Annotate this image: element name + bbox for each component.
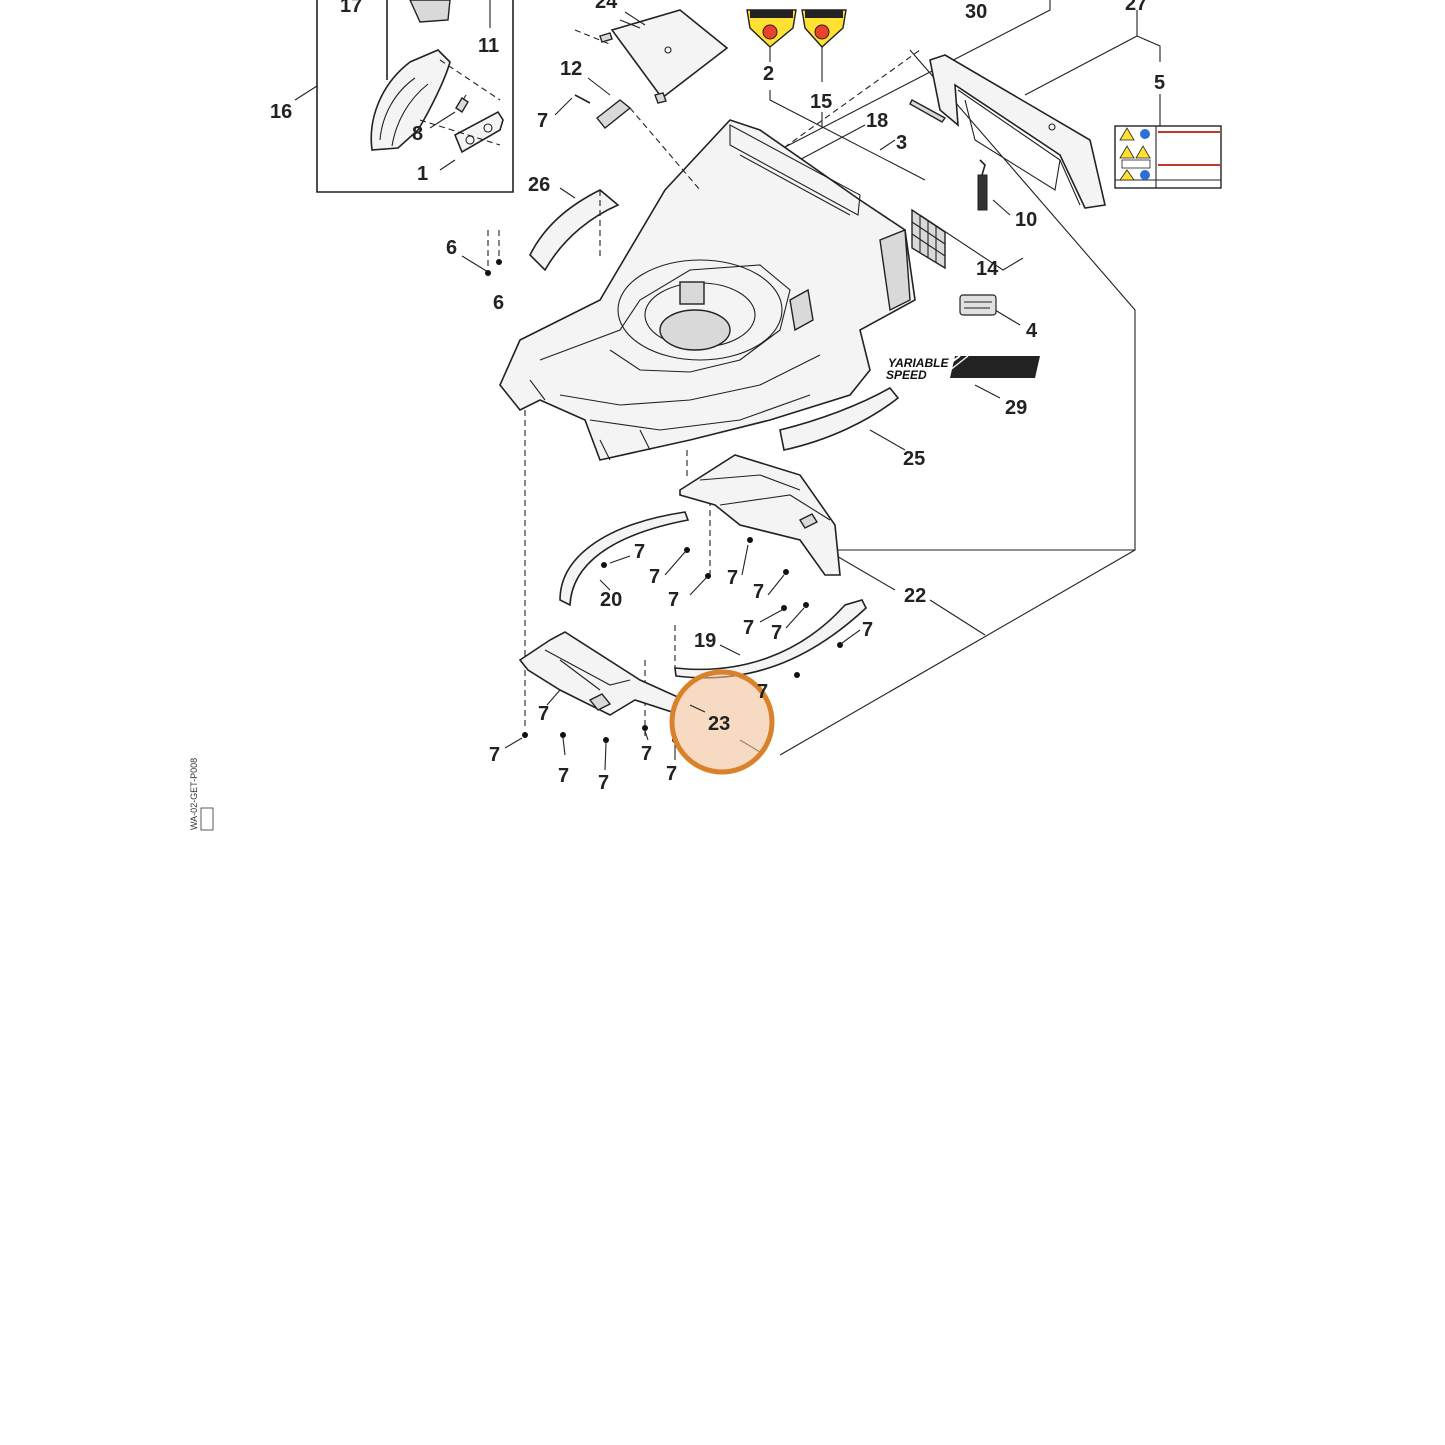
callout-29: 29: [1005, 397, 1027, 419]
callout-7-h: 7: [862, 619, 873, 641]
callout-7-o: 7: [666, 763, 677, 785]
callout-27: 27: [1125, 0, 1147, 15]
baffle-part-22: [679, 454, 841, 576]
callout-15: 15: [810, 91, 832, 113]
callout-24: 24: [595, 0, 618, 13]
callout-4: 4: [1026, 320, 1038, 342]
callout-5: 5: [1154, 72, 1165, 94]
rear-guard-part: [929, 54, 1106, 209]
callout-19: 19: [694, 630, 716, 652]
screw-leaders: [504, 544, 861, 771]
badge-part-4: [959, 294, 997, 316]
callout-1: 1: [417, 163, 428, 185]
inset-box-16: [294, 0, 514, 193]
callout-18: 18: [866, 110, 888, 132]
side-rail-part-26: [529, 189, 620, 272]
callout-7-b: 7: [649, 566, 660, 588]
leader-lines: [429, 0, 1161, 451]
callout-20: 20: [600, 589, 622, 611]
screws-6: [485, 230, 502, 276]
callout-26: 26: [528, 174, 550, 196]
rear-flap-part: [574, 9, 729, 104]
decal-text-variable: YARIABLE: [888, 356, 949, 370]
grille-part-14: [911, 208, 946, 270]
callout-7-n: 7: [598, 772, 609, 794]
callout-10: 10: [1015, 209, 1037, 231]
callout-12: 12: [560, 58, 582, 80]
pin-part-3: [909, 99, 947, 123]
highlight-callout-23[interactable]: [669, 669, 775, 775]
callout-7-l: 7: [641, 743, 652, 765]
handle-bracket-part: [370, 0, 504, 154]
callout-16: 16: [270, 101, 292, 123]
callout-25: 25: [903, 448, 925, 470]
warning-label-2: [746, 9, 797, 62]
drawing-reference: WA-02-GET-P008: [189, 758, 214, 831]
callout-14: 14: [976, 258, 999, 280]
callout-labels: 17 11 16 8 1 24 12 7 2 15 30 27 5 18 3 1…: [270, 0, 1165, 794]
decal-5: [1114, 125, 1222, 189]
spring-part-10: [977, 159, 988, 211]
callout-6a: 6: [446, 237, 457, 259]
assembly-frame-lines: [759, 49, 1136, 756]
decal-29: YARIABLE SPEED: [886, 355, 1040, 382]
callout-7-a: 7: [634, 541, 645, 563]
callout-3: 3: [896, 132, 907, 154]
rail-part-20: [559, 511, 690, 607]
deck-housing-part: [499, 119, 916, 461]
callout-7-f: 7: [743, 617, 754, 639]
callout-8: 8: [412, 123, 423, 145]
callout-6b: 6: [493, 292, 504, 314]
callout-30: 30: [965, 1, 987, 23]
callout-7-m: 7: [558, 765, 569, 787]
callout-11: 11: [478, 35, 499, 57]
callout-23: 23: [708, 713, 730, 735]
callout-7-e: 7: [753, 581, 764, 603]
callout-7-d: 7: [727, 567, 738, 589]
drawing-code: WA-02-GET-P008: [189, 758, 199, 830]
callout-7-i: 7: [757, 681, 768, 703]
leader-23-left: [689, 704, 706, 713]
callout-7-k: 7: [489, 744, 500, 766]
callout-7-bracket: 7: [537, 110, 548, 132]
warning-label-15: [801, 9, 847, 82]
callout-17: 17: [340, 0, 362, 17]
bracket-part-12: [574, 94, 701, 191]
callout-2: 2: [763, 63, 774, 85]
callout-22: 22: [904, 585, 926, 607]
deflector-strip-25: [779, 386, 900, 451]
callout-7-g: 7: [771, 622, 782, 644]
decal-text-speed: SPEED: [886, 368, 927, 382]
callout-7-c: 7: [668, 589, 679, 611]
callout-7-j: 7: [538, 703, 549, 725]
